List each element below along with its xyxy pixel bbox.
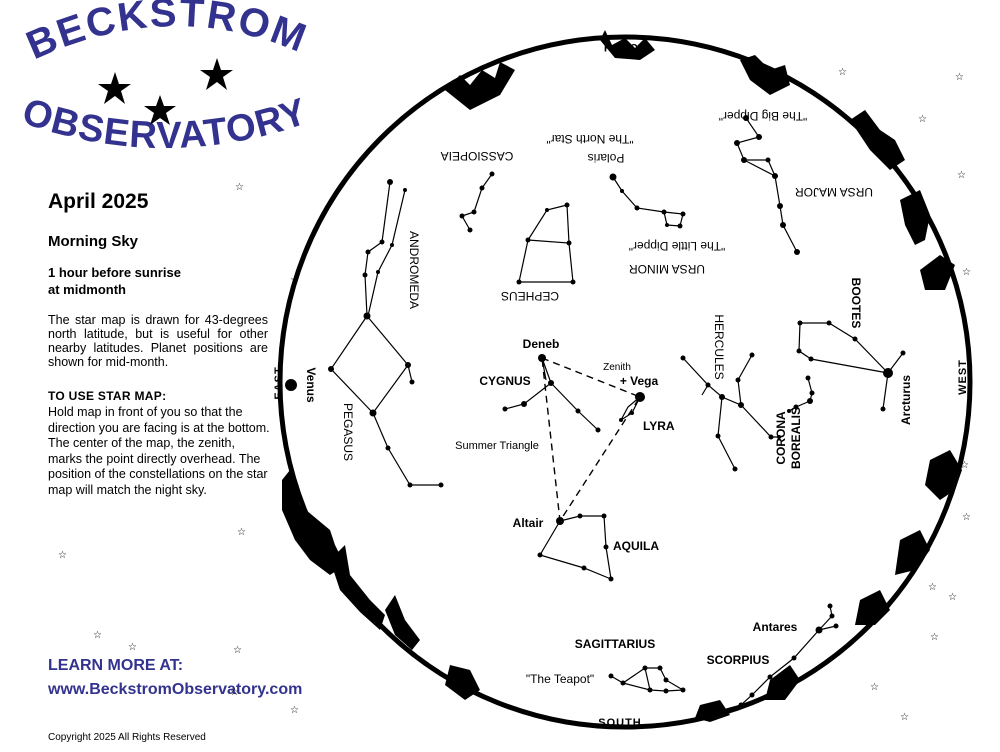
viewing-time-line-1: 1 hour before sunrise: [48, 265, 181, 280]
website-link[interactable]: www.BeckstromObservatory.com: [48, 681, 303, 698]
label-ursa-major: URSA MAJOR: [795, 185, 873, 199]
logo: BECKSTROM OBSERVATORY: [17, 0, 312, 157]
altair-star: [556, 517, 564, 525]
svg-text:☆: ☆: [870, 682, 879, 693]
label-polaris: Polaris: [588, 151, 625, 165]
deneb-star: [538, 354, 546, 362]
label-cassiopeia: CASSIOPEIA: [441, 149, 514, 163]
pegasus-lines: [330, 315, 409, 414]
decorative-star-icons: ☆ ☆ ☆ ☆ ☆ ☆ ☆ ☆ ☆ ☆ ☆ ☆ ☆ ☆ ☆ ☆ ☆ ☆ ☆ ☆ …: [58, 67, 971, 723]
logo-star-icon: [98, 58, 233, 125]
corona-borealis-lines: [788, 377, 813, 412]
svg-text:☆: ☆: [235, 182, 244, 193]
learn-more-label: LEARN MORE AT:: [48, 657, 184, 674]
label-bootes: BOOTES: [849, 278, 863, 329]
cygnus-lines: [504, 357, 552, 410]
label-andromeda: ANDROMEDA: [407, 231, 421, 309]
direction-east: EAST: [273, 366, 285, 399]
svg-text:☆: ☆: [838, 67, 847, 78]
map-labels: CASSIOPEIA Polaris "The North Star" "The…: [304, 109, 913, 686]
hercules-lines: [682, 354, 753, 406]
arcturus-star: [883, 368, 893, 378]
label-altair: Altair: [513, 516, 544, 530]
ursa-minor-lines: [612, 176, 684, 227]
label-sagittarius: SAGITTARIUS: [575, 637, 655, 651]
label-little-dipper: "The Little Dipper": [629, 239, 726, 253]
constellation-lines: [330, 117, 904, 714]
label-antares: Antares: [753, 620, 798, 634]
svg-text:☆: ☆: [93, 630, 102, 641]
howto-heading: TO USE STAR MAP:: [48, 389, 167, 403]
vega-star: [635, 392, 645, 402]
viewing-time: 1 hour before sunrise at midmonth: [48, 264, 181, 298]
svg-text:☆: ☆: [58, 550, 67, 561]
svg-text:☆: ☆: [233, 645, 242, 656]
svg-text:☆: ☆: [955, 72, 964, 83]
label-aquila: AQUILA: [613, 539, 659, 553]
label-pegasus: PEGASUS: [341, 403, 355, 461]
svg-text:☆: ☆: [128, 642, 137, 653]
label-lyra: LYRA: [643, 419, 675, 433]
month-title: April 2025: [48, 190, 149, 213]
label-corona-1: CORONA: [774, 411, 788, 465]
copyright: Copyright 2025 All Rights Reserved: [48, 732, 206, 743]
horizon-circle: [277, 34, 973, 730]
label-teapot: "The Teapot": [526, 672, 594, 686]
cassiopeia-lines: [461, 173, 493, 231]
svg-text:☆: ☆: [918, 114, 927, 125]
svg-text:☆: ☆: [928, 582, 937, 593]
label-corona-2: BOREALIS: [789, 407, 803, 469]
svg-text:☆: ☆: [962, 267, 971, 278]
label-scorpius: SCORPIUS: [707, 653, 770, 667]
svg-text:☆: ☆: [290, 705, 299, 716]
label-big-dipper: "The Big Dipper": [719, 109, 808, 123]
label-hercules: HERCULES: [712, 314, 726, 379]
label-ursa-minor: URSA MINOR: [629, 262, 705, 276]
latitude-note: The star map is drawn for 43-degrees nor…: [48, 313, 268, 369]
cepheus-lines: [518, 204, 574, 283]
svg-text:☆: ☆: [960, 460, 969, 471]
svg-text:☆: ☆: [948, 592, 957, 603]
label-summer-triangle: Summer Triangle: [455, 440, 539, 452]
label-vega: + Vega: [620, 374, 659, 388]
bootes-lines: [798, 322, 889, 374]
svg-text:☆: ☆: [962, 512, 971, 523]
antares-star: [815, 626, 823, 634]
ursa-major-lines: [736, 117, 798, 253]
viewing-time-line-2: at midmonth: [48, 282, 126, 297]
direction-west: WEST: [957, 359, 969, 395]
polaris-star: [609, 173, 617, 181]
svg-text:☆: ☆: [900, 712, 909, 723]
sky-period: Morning Sky: [48, 233, 139, 250]
label-north-star: "The North Star": [546, 132, 633, 146]
svg-text:☆: ☆: [957, 170, 966, 181]
svg-text:☆: ☆: [230, 687, 239, 698]
venus-planet: [285, 379, 297, 391]
direction-north: NORTH: [603, 41, 647, 53]
label-cygnus: CYGNUS: [479, 374, 530, 388]
label-deneb: Deneb: [523, 337, 560, 351]
howto-text: Hold map in front of you so that the dir…: [48, 405, 270, 497]
svg-text:☆: ☆: [930, 632, 939, 643]
label-zenith: Zenith: [603, 362, 631, 373]
stars: [285, 115, 906, 716]
label-arcturus: Arcturus: [899, 375, 913, 425]
label-cepheus: CEPHEUS: [501, 289, 559, 303]
andromeda-lines: [364, 181, 391, 317]
svg-text:☆: ☆: [237, 527, 246, 538]
direction-south: SOUTH: [598, 717, 642, 729]
summer-triangle-lines: [541, 357, 642, 524]
horizon-trees: [282, 30, 962, 722]
label-venus: Venus: [304, 367, 318, 403]
